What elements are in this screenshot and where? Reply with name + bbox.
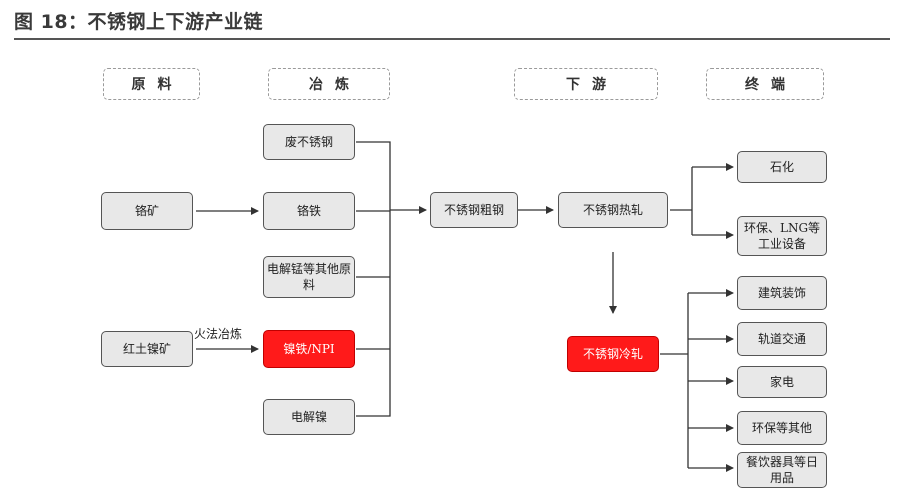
node-rail: 轨道交通 [737, 322, 827, 356]
node-building: 建筑装饰 [737, 276, 827, 310]
node-petro: 石化 [737, 151, 827, 183]
header-downstream: 下游 [514, 68, 658, 100]
node-laterite: 红土镍矿 [101, 331, 193, 367]
header-raw-label: 原料 [131, 77, 184, 93]
header-smelt-label: 冶炼 [309, 77, 361, 93]
edge-smelt-collector [356, 141, 391, 417]
node-env-lng: 环保、LNG等工业设备 [737, 216, 827, 256]
figure-title: 图 18：不锈钢上下游产业链 [14, 11, 264, 33]
header-raw: 原料 [103, 68, 200, 100]
node-hot-rolled: 不锈钢热轧 [558, 192, 668, 228]
node-scrap: 废不锈钢 [263, 124, 355, 160]
node-chrome-ore: 铬矿 [101, 192, 193, 230]
node-manganese: 电解锰等其他原料 [263, 256, 355, 298]
node-appliance: 家电 [737, 366, 827, 398]
node-tableware: 餐饮器具等日用品 [737, 452, 827, 488]
node-env-other: 环保等其他 [737, 411, 827, 445]
edge-cold-split [660, 293, 689, 468]
header-downstream-label: 下游 [566, 77, 618, 93]
title-rule [14, 38, 890, 40]
node-crude: 不锈钢粗钢 [430, 192, 518, 228]
edge-hot-terminal-split [670, 167, 693, 235]
node-nickel: 电解镍 [263, 399, 355, 435]
node-npi: 镍铁/NPI [263, 330, 355, 368]
node-cold-rolled: 不锈钢冷轧 [567, 336, 659, 372]
header-terminal: 终端 [706, 68, 824, 100]
header-smelt: 冶炼 [268, 68, 390, 100]
header-terminal-label: 终端 [745, 77, 797, 93]
edge-label-pyro: 火法冶炼 [194, 327, 243, 341]
node-ferrochrome: 铬铁 [263, 192, 355, 230]
